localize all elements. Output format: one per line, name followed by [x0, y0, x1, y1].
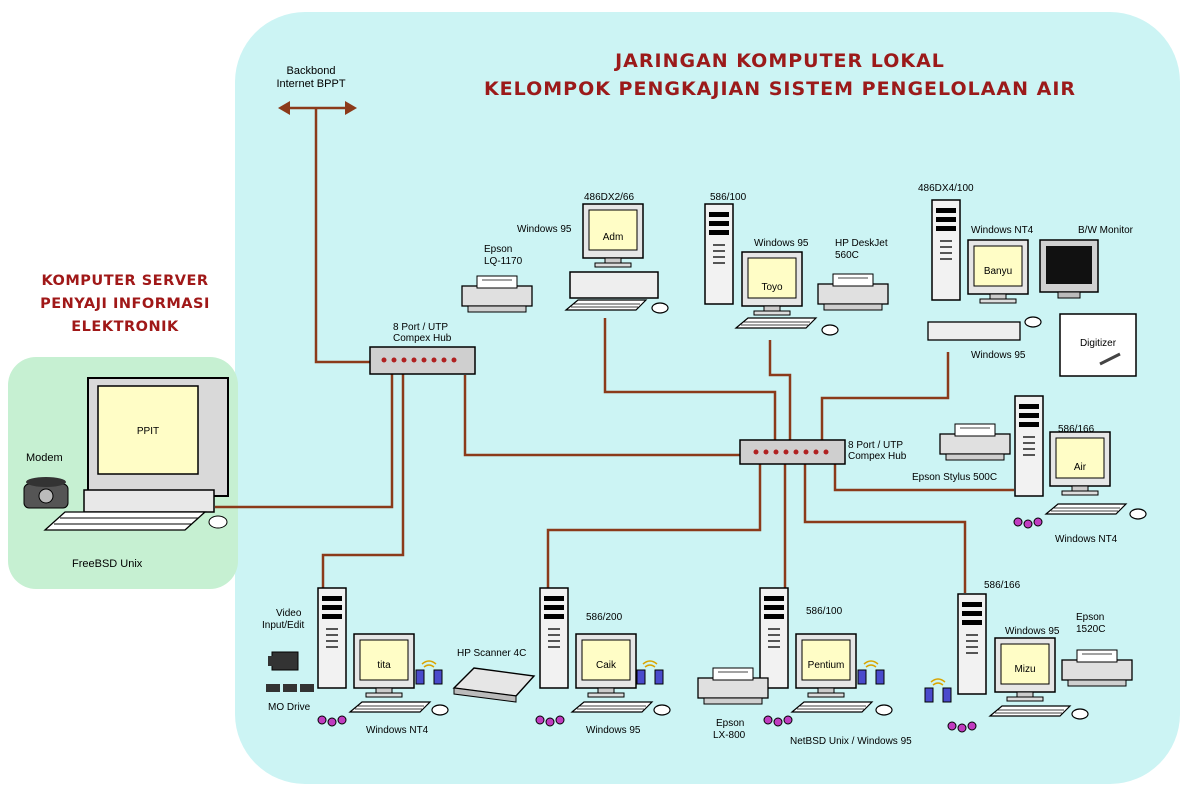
mizu-printer-label-2: 1520C [1076, 624, 1106, 635]
caik-screen-label: Caik [596, 660, 617, 671]
modem-label: Modem [26, 452, 63, 464]
bw-monitor [1039, 239, 1099, 299]
video-camera-icon [268, 651, 299, 671]
pentium-printer-label-2: LX-800 [713, 730, 746, 741]
banyu-os-label: Windows NT4 [971, 225, 1034, 236]
hub1-label-2: Compex Hub [393, 333, 452, 344]
server-os-label: FreeBSD Unix [72, 558, 143, 570]
backbone-label-2: Internet BPPT [276, 78, 346, 90]
toyo-screen-label: Toyo [761, 282, 783, 293]
mizu-screen-label: Mizu [1014, 664, 1035, 675]
hub-interlink-cable [463, 375, 740, 457]
adm-cable [603, 318, 777, 440]
network-cables [215, 106, 1014, 593]
server-title-line-3: ELEKTRONIK [71, 319, 179, 335]
bw-monitor-label: B/W Monitor [1078, 225, 1134, 236]
toyo-os-label: Windows 95 [754, 238, 809, 249]
hub2-label-1: 8 Port / UTP [848, 440, 904, 451]
mizu-printer-label-1: Epson [1076, 612, 1105, 623]
tita-os-label: Windows NT4 [366, 725, 429, 736]
adm-os-label: Windows 95 [517, 224, 572, 235]
hub-1 [369, 346, 476, 375]
pentium-os-label: NetBSD Unix / Windows 95 [790, 736, 912, 747]
air-cpu-label: 586/166 [1058, 424, 1095, 435]
banyu-cable [820, 352, 950, 440]
air-cable [833, 455, 1014, 492]
tita-screen-label: tita [377, 660, 391, 671]
scanner [452, 667, 536, 703]
digitizer [1059, 313, 1137, 377]
banyu-cpu-label: 486DX4/100 [918, 183, 974, 194]
mizu-os-label: Windows 95 [1005, 626, 1060, 637]
server-title-line-2: PENYAJI INFORMASI [40, 296, 210, 312]
hub-2 [739, 439, 846, 465]
adm-cpu-label: 486DX2/66 [584, 192, 635, 203]
banyu-screen-label: Banyu [984, 266, 1012, 277]
air-workstation [939, 395, 1147, 529]
toyo-printer-label-2: 560C [835, 250, 859, 261]
air-printer-label: Epson Stylus 500C [912, 472, 998, 483]
adm-workstation [461, 203, 669, 314]
tita-cable [321, 362, 405, 588]
arrow-left-icon [278, 101, 290, 115]
server-title-line-1: KOMPUTER SERVER [41, 273, 209, 289]
air-screen-label: Air [1074, 462, 1087, 473]
air-os-label: Windows NT4 [1055, 534, 1118, 545]
toyo-cpu-label: 586/100 [710, 192, 747, 203]
pentium-workstation [697, 587, 893, 727]
pentium-cpu-label: 586/100 [806, 606, 843, 617]
scanner-label: HP Scanner 4C [457, 648, 527, 659]
adm-printer-label-1: Epson [484, 244, 513, 255]
server-cable [215, 362, 394, 509]
pentium-printer-label-1: Epson [716, 718, 745, 729]
video-label-2: Input/Edit [262, 620, 305, 631]
banyu-os2-label: Windows 95 [971, 350, 1026, 361]
page-title-line-1: JARINGAN KOMPUTER LOKAL [615, 50, 945, 72]
mizu-cpu-label: 586/166 [984, 580, 1021, 591]
hub2-label-2: Compex Hub [848, 451, 907, 462]
mo-drive-icon [266, 684, 314, 692]
caik-workstation [535, 587, 671, 727]
mizu-cable [803, 455, 967, 593]
server-computer [43, 377, 229, 531]
toyo-workstation [704, 203, 889, 336]
caik-cable [546, 455, 762, 588]
toyo-printer-label-1: HP DeskJet [835, 238, 888, 249]
tita-workstation [266, 587, 449, 727]
arrow-right-icon [345, 101, 357, 115]
caik-os-label: Windows 95 [586, 725, 641, 736]
toyo-cable [768, 340, 792, 440]
modem-icon [23, 477, 69, 509]
banyu-workstation [927, 199, 1137, 377]
adm-printer-label-2: LQ-1170 [484, 256, 523, 267]
video-label-1: Video [276, 608, 302, 619]
hub1-label-1: 8 Port / UTP [393, 322, 449, 333]
pentium-screen-label: Pentium [808, 660, 845, 671]
page-title-line-2: KELOMPOK PENGKAJIAN SISTEM PENGELOLAAN A… [483, 78, 1077, 100]
server-screen-label: PPIT [137, 426, 159, 437]
backbone-drop-cable [314, 108, 372, 364]
digitizer-label: Digitizer [1080, 338, 1117, 349]
backbone-label-1: Backbond [286, 65, 336, 77]
adm-screen-label: Adm [603, 232, 624, 243]
mo-drive-label: MO Drive [268, 702, 311, 713]
caik-cpu-label: 586/200 [586, 612, 623, 623]
